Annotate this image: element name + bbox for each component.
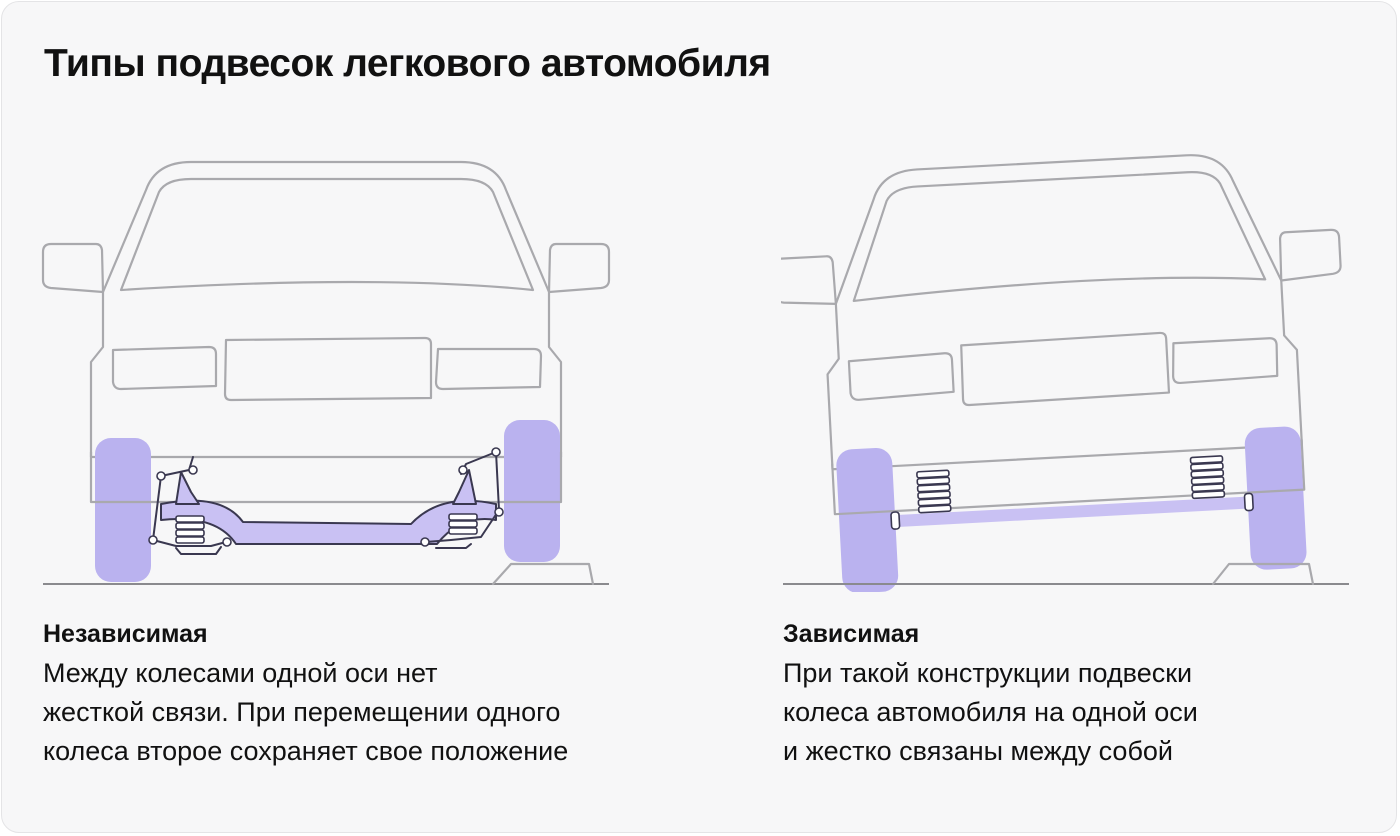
left-spring bbox=[916, 469, 952, 514]
car-body-outline bbox=[41, 160, 611, 459]
left-wheel bbox=[95, 438, 151, 582]
left-wheel bbox=[836, 447, 899, 592]
right-wheel bbox=[504, 420, 560, 562]
dependent-heading: Зависимая bbox=[783, 620, 920, 648]
dependent-suspension-illustration bbox=[781, 154, 1349, 592]
description-line: колеса второе сохраняет свое положение bbox=[43, 736, 569, 766]
independent-heading: Независимая bbox=[43, 620, 208, 648]
description-line: колеса автомобиля на одной оси bbox=[783, 697, 1198, 727]
independent-description: Между колесами одной оси нет жесткой свя… bbox=[43, 654, 568, 771]
car-body-outline bbox=[781, 154, 1342, 471]
dependent-description: При такой конструкции подвески колеса ав… bbox=[783, 654, 1198, 771]
description-line: жесткой связи. При перемещении одного bbox=[43, 697, 561, 727]
description-line: При такой конструкции подвески bbox=[783, 658, 1193, 688]
rigid-axle bbox=[890, 492, 1254, 530]
independent-suspension bbox=[148, 447, 504, 555]
right-spring bbox=[448, 513, 478, 535]
description-line: Между колесами одной оси нет bbox=[43, 658, 438, 688]
description-line: и жестко связаны между собой bbox=[783, 736, 1174, 766]
right-wheel bbox=[1244, 426, 1307, 570]
page-title: Типы подвесок легкового автомобиля bbox=[44, 42, 771, 85]
right-spring bbox=[1189, 455, 1226, 500]
independent-suspension-illustration bbox=[41, 160, 611, 586]
left-spring bbox=[175, 515, 205, 544]
